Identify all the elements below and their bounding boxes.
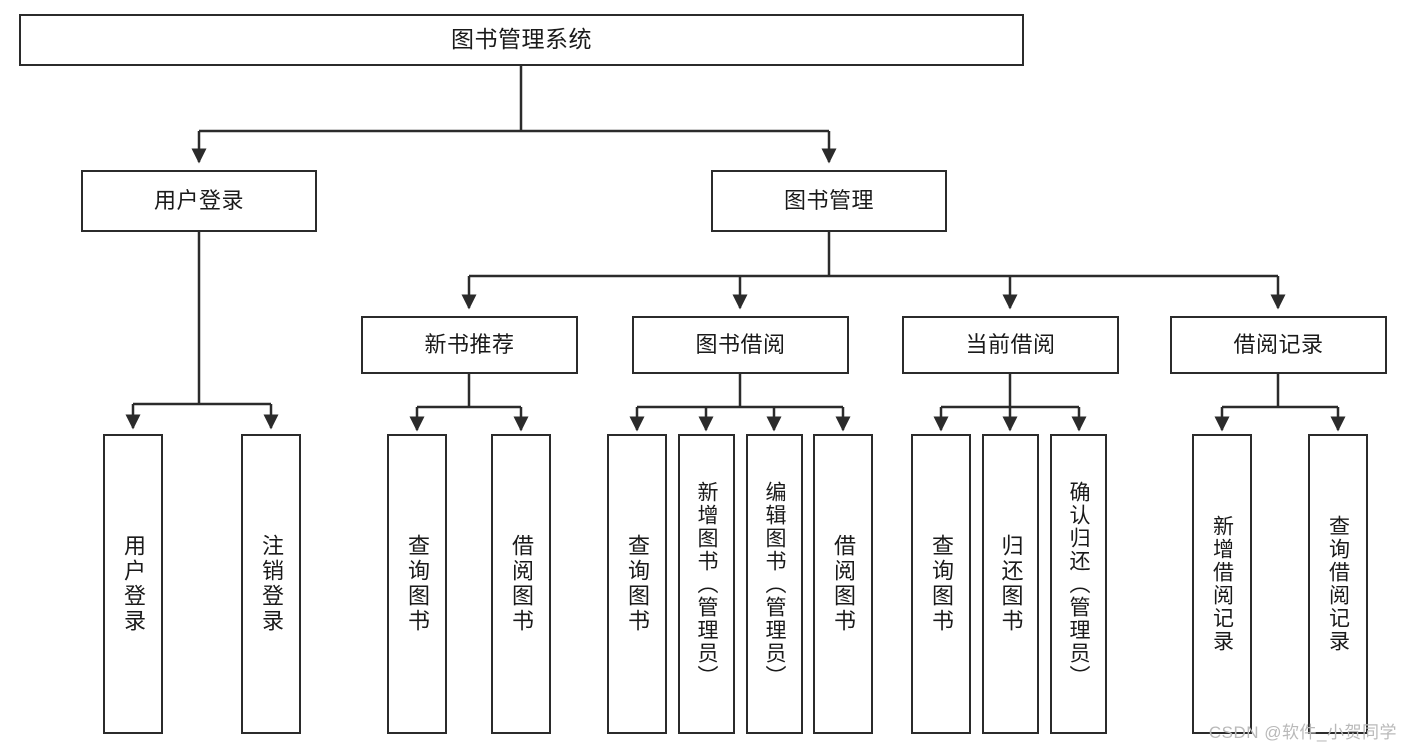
leaf-logout-login-label: 注销登录 (259, 534, 284, 634)
leaf-query-book-2-label: 查询图书 (625, 534, 650, 634)
leaf-add-book-label: 新增图书（管理员） (695, 480, 718, 688)
leaf-borrow-book-1[interactable]: 借阅图书 (491, 434, 551, 734)
leaf-confirm-return[interactable]: 确认归还（管理员） (1050, 434, 1107, 734)
leaf-query-book-3[interactable]: 查询图书 (911, 434, 971, 734)
leaf-query-book-1-label: 查询图书 (405, 534, 430, 634)
node-new-book-recommend[interactable]: 新书推荐 (361, 316, 578, 374)
leaf-query-record-label: 查询借阅记录 (1326, 515, 1350, 653)
leaf-logout-login[interactable]: 注销登录 (241, 434, 301, 734)
leaf-edit-book[interactable]: 编辑图书（管理员） (746, 434, 803, 734)
leaf-query-book-3-label: 查询图书 (929, 534, 954, 634)
leaf-borrow-book-2-label: 借阅图书 (831, 534, 856, 634)
leaf-confirm-return-label: 确认归还（管理员） (1067, 480, 1090, 688)
leaf-return-book-label: 归还图书 (998, 534, 1024, 634)
node-book-manage-label: 图书管理 (783, 188, 874, 214)
watermark: CSDN @软件_小贺同学 (1208, 723, 1397, 742)
node-book-manage[interactable]: 图书管理 (711, 170, 947, 232)
leaf-borrow-book-1-label: 借阅图书 (509, 534, 534, 634)
node-user-login-label: 用户登录 (153, 188, 244, 214)
node-root[interactable]: 图书管理系统 (19, 14, 1024, 66)
node-book-borrow-label: 图书借阅 (695, 332, 786, 358)
node-new-book-recommend-label: 新书推荐 (424, 332, 515, 358)
leaf-query-book-1[interactable]: 查询图书 (387, 434, 447, 734)
leaf-edit-book-label: 编辑图书（管理员） (763, 480, 786, 688)
node-borrow-record[interactable]: 借阅记录 (1170, 316, 1387, 374)
node-book-borrow[interactable]: 图书借阅 (632, 316, 849, 374)
node-current-borrow[interactable]: 当前借阅 (902, 316, 1119, 374)
leaf-user-login-label: 用户登录 (121, 534, 146, 634)
node-borrow-record-label: 借阅记录 (1233, 332, 1324, 358)
leaf-borrow-book-2[interactable]: 借阅图书 (813, 434, 873, 734)
leaf-add-book[interactable]: 新增图书（管理员） (678, 434, 735, 734)
node-current-borrow-label: 当前借阅 (965, 332, 1056, 358)
leaf-add-record-label: 新增借阅记录 (1210, 515, 1234, 653)
leaf-query-book-2[interactable]: 查询图书 (607, 434, 667, 734)
node-root-label: 图书管理系统 (451, 26, 592, 53)
leaf-user-login[interactable]: 用户登录 (103, 434, 163, 734)
leaf-add-record[interactable]: 新增借阅记录 (1192, 434, 1252, 734)
leaf-query-record[interactable]: 查询借阅记录 (1308, 434, 1368, 734)
node-user-login[interactable]: 用户登录 (81, 170, 317, 232)
leaf-return-book[interactable]: 归还图书 (982, 434, 1039, 734)
